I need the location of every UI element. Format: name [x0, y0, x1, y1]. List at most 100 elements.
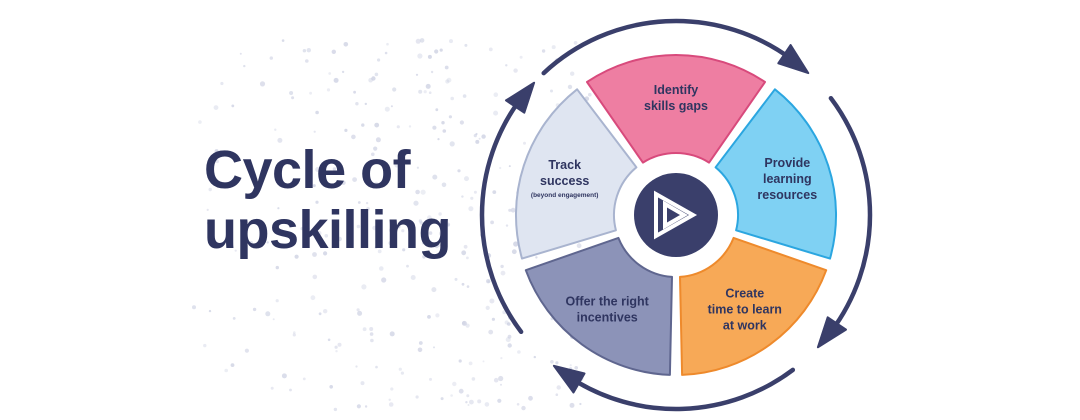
- background-dot: [293, 331, 296, 334]
- background-dot: [481, 134, 486, 139]
- segment-label-line: Identify: [654, 83, 698, 97]
- segment-shape: [679, 236, 828, 376]
- background-dot: [326, 88, 331, 92]
- background-dot: [361, 284, 367, 290]
- background-dot: [388, 241, 393, 246]
- background-dot: [390, 105, 393, 108]
- background-dot: [323, 309, 328, 314]
- background-dot: [281, 39, 285, 42]
- background-dot: [208, 187, 212, 192]
- background-dot: [444, 226, 448, 230]
- background-dot: [396, 224, 401, 229]
- background-dot: [508, 165, 511, 168]
- background-dot: [574, 366, 578, 370]
- background-dot: [435, 108, 439, 112]
- background-dot: [370, 338, 374, 343]
- background-dot: [241, 232, 244, 235]
- background-dot: [459, 120, 464, 125]
- background-dot: [313, 130, 316, 133]
- background-dot: [377, 249, 382, 254]
- background-dot: [341, 70, 345, 74]
- background-dot: [579, 402, 582, 406]
- background-dot: [415, 395, 419, 399]
- background-dot: [473, 190, 477, 194]
- background-dot: [505, 337, 511, 343]
- background-dot: [497, 398, 502, 403]
- background-dot: [488, 47, 493, 52]
- background-dot: [344, 128, 348, 132]
- background-dot: [374, 122, 380, 128]
- background-dot: [507, 343, 512, 348]
- background-dot: [364, 102, 367, 106]
- background-dot: [445, 79, 450, 84]
- background-dot: [485, 305, 490, 310]
- background-dot: [386, 42, 389, 46]
- background-dot: [398, 367, 402, 371]
- background-dot: [327, 338, 331, 342]
- background-dot: [448, 115, 452, 119]
- background-dot: [413, 200, 419, 206]
- cycle-arrow-icon: [552, 364, 586, 394]
- background-dot: [418, 89, 423, 94]
- background-dot: [569, 364, 572, 367]
- background-dot: [507, 334, 512, 339]
- background-dot: [519, 55, 523, 59]
- background-dot: [331, 49, 336, 54]
- background-dot: [355, 365, 358, 368]
- background-dot: [446, 77, 452, 83]
- background-dot: [352, 177, 357, 183]
- background-dot: [337, 236, 342, 242]
- background-dot: [508, 208, 512, 212]
- background-dot: [270, 386, 274, 390]
- background-dot: [275, 265, 279, 270]
- background-dot: [289, 388, 292, 392]
- background-dot: [337, 342, 342, 347]
- background-dot: [473, 134, 477, 138]
- background-dot: [493, 92, 499, 97]
- background-dot: [505, 224, 509, 227]
- background-dot: [428, 231, 433, 235]
- background-dot: [462, 94, 467, 98]
- background-dot: [390, 387, 394, 391]
- background-dot: [475, 139, 480, 144]
- background-dot: [533, 355, 536, 359]
- background-dot: [431, 287, 437, 293]
- background-dot: [272, 318, 275, 321]
- background-dot: [291, 96, 295, 100]
- ring-arc: [541, 18, 796, 76]
- background-dot: [551, 45, 556, 50]
- background-dot: [416, 166, 419, 169]
- background-dot: [449, 39, 453, 44]
- background-dot: [454, 277, 458, 281]
- background-dot: [417, 53, 423, 59]
- background-dot: [493, 110, 499, 116]
- background-dot: [430, 70, 434, 74]
- background-dot: [302, 377, 306, 381]
- background-dot: [300, 227, 304, 231]
- background-dot: [467, 404, 470, 406]
- background-dot: [464, 176, 469, 182]
- background-dot: [484, 402, 490, 407]
- segment-label-line: time to learn: [708, 303, 782, 317]
- background-dot: [306, 48, 311, 53]
- background-dot: [224, 368, 228, 373]
- background-dot: [369, 327, 374, 331]
- background-dot: [244, 348, 249, 353]
- background-dot: [353, 90, 356, 94]
- background-dot: [418, 341, 423, 345]
- background-dot: [215, 159, 219, 164]
- background-dot: [396, 125, 400, 129]
- background-dot: [421, 241, 425, 245]
- background-dot: [351, 134, 356, 140]
- background-dot: [486, 279, 491, 284]
- background-dot: [318, 178, 324, 184]
- background-dot: [449, 141, 455, 147]
- background-dot: [384, 106, 390, 112]
- background-dot: [277, 207, 280, 210]
- background-dot: [517, 350, 521, 354]
- background-dot: [468, 206, 474, 212]
- background-dot: [471, 377, 476, 381]
- background-dot: [284, 219, 287, 222]
